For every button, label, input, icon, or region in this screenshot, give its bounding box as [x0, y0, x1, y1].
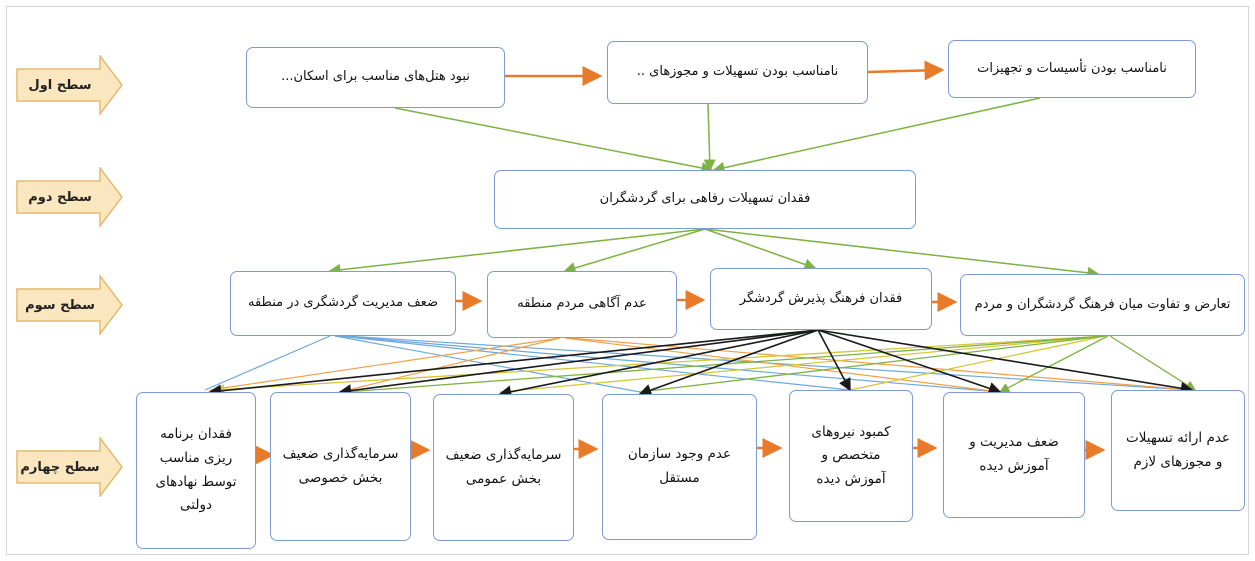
level-4-text: سطح چهارم — [20, 459, 100, 475]
diagram-frame — [6, 6, 1249, 555]
level-arrow-shape — [16, 275, 123, 335]
link-l1b-l2a — [703, 103, 716, 172]
level-arrow-shape — [16, 167, 123, 227]
node-l4b: سرمایه‌گذاری ضعیف بخش خصوصی — [270, 392, 411, 541]
node-l2a: فقدان تسهیلات رفاهی برای گردشگران — [494, 170, 916, 229]
node-l3d: تعارض و تفاوت میان فرهنگ گردشگران و مردم — [960, 274, 1245, 336]
node-l1a: نبود هتل‌های مناسب برای اسکان... — [246, 47, 505, 108]
level-2-label: سطح دوم — [16, 167, 124, 227]
level-3-text: سطح سوم — [25, 297, 95, 313]
links-l3d-yellow — [213, 335, 1106, 395]
link-l2a-l3a — [328, 228, 706, 276]
links-l3a-blue — [204, 335, 1191, 393]
node-l4a: فقدان برنامه ریزی مناسب توسط نهادهای دول… — [136, 392, 256, 549]
arrow-l1b-l1c — [867, 60, 945, 81]
links-l3b-orange — [209, 337, 1191, 393]
node-l4f: ضعف مدیریت و آموزش دیده — [943, 392, 1085, 518]
node-l4g: عدم ارائه تسهیلات و مجوزهای لازم — [1111, 390, 1245, 511]
level-1-label: سطح اول — [16, 55, 124, 115]
link-l1a-l2a — [394, 107, 714, 174]
link-l2a-l3d — [704, 228, 1100, 279]
node-l3b: عدم آگاهی مردم منطقه — [487, 271, 677, 338]
link-l2a-l3c — [704, 228, 817, 271]
link-l1c-l2a — [712, 97, 1041, 174]
links-l3c-black — [208, 329, 1194, 399]
level-2-text: سطح دوم — [28, 189, 92, 205]
arrows-level-4 — [254, 438, 1106, 465]
node-l4e: کمبود نیروهای متخصص و آموزش دیده — [789, 390, 913, 522]
node-l4c: سرمایه‌گذاری ضعیف بخش عمومی — [433, 394, 574, 541]
node-l1c: نامناسب بودن تأسیسات و تجهیزات — [948, 40, 1196, 98]
level-3-label: سطح سوم — [16, 275, 124, 335]
level-4-label: سطح چهارم — [16, 437, 124, 497]
level-arrow-shape — [16, 55, 123, 115]
level-1-text: سطح اول — [28, 77, 92, 93]
node-l3c: فقدان فرهنگ پذیرش گردشگر — [710, 268, 932, 330]
level-arrow-shape — [16, 437, 123, 497]
link-l2a-l3b — [563, 228, 706, 274]
node-l1b: نامناسب بودن تسهیلات و مجوزهای .. — [607, 41, 868, 104]
node-l4d: عدم وجود سازمان مستقل — [602, 394, 757, 540]
node-l3a: ضعف مدیریت گردشگری در منطقه — [230, 271, 456, 336]
